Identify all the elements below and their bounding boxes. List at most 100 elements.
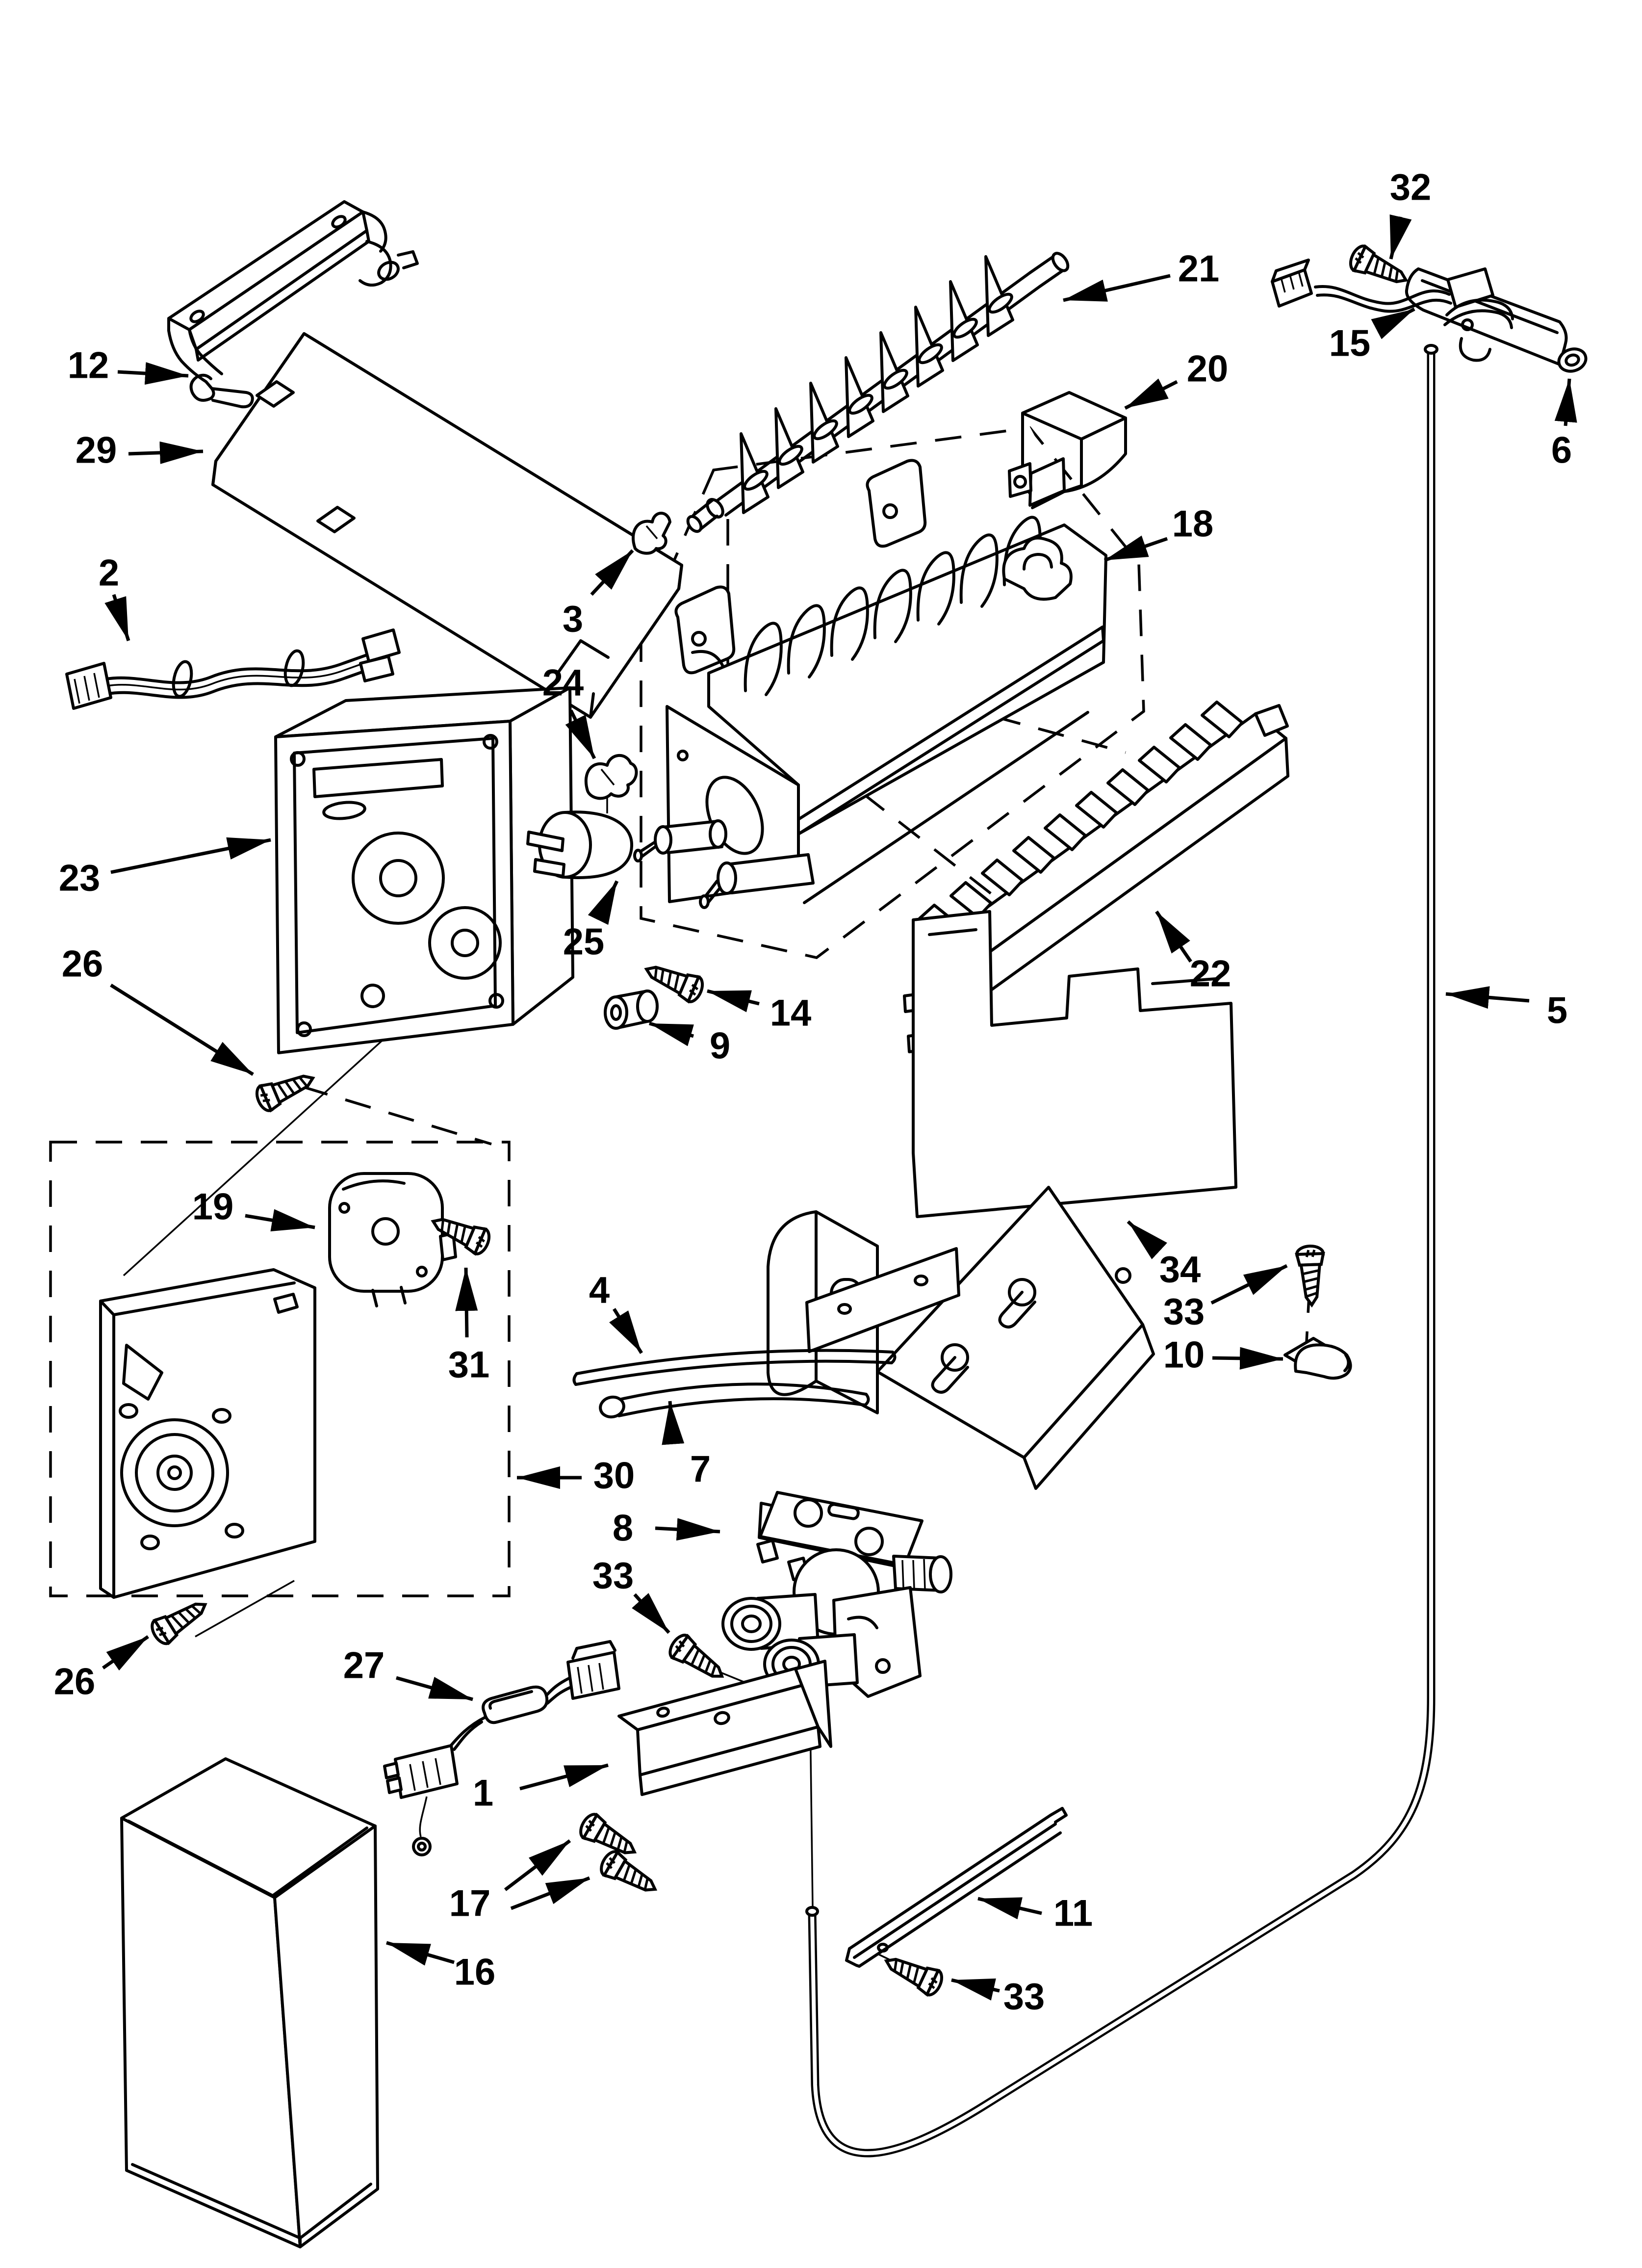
part-7-tube [599, 1382, 870, 1419]
callout-arrow [519, 1763, 609, 1791]
callout-number: 22 [1190, 953, 1232, 995]
part-33-screw-valve [666, 1632, 729, 1687]
callout-number: 26 [62, 943, 103, 985]
callout-arrow [1124, 378, 1178, 410]
callout-arrow [128, 441, 204, 464]
callout-number: 32 [1390, 167, 1432, 209]
callout-22-17: 22 [1155, 911, 1232, 995]
callout-number: 33 [1163, 1291, 1205, 1333]
callout-34-20: 34 [1127, 1220, 1201, 1291]
callout-25-14: 25 [563, 880, 619, 963]
callout-arrow [102, 1635, 149, 1671]
callout-number: 4 [589, 1270, 610, 1311]
callout-arrow [632, 1593, 670, 1634]
callout-arrow [662, 1401, 685, 1445]
callout-30-25: 30 [517, 1455, 635, 1497]
callout-29-1: 29 [76, 430, 204, 471]
callout-number: 34 [1159, 1249, 1201, 1291]
part-30-support-assembly [99, 1268, 316, 1599]
part-29-cover [211, 332, 683, 719]
callout-number: 33 [592, 1555, 634, 1597]
callout-arrow [707, 989, 760, 1013]
callout-arrow [1554, 378, 1577, 426]
part-2-wire-harness [65, 628, 401, 710]
part-26-screw-lower [148, 1593, 212, 1647]
part-3-clip [632, 512, 671, 555]
callout-arrow [977, 1897, 1042, 1920]
callout-33-21: 33 [1163, 1264, 1288, 1333]
callout-arrow [951, 1978, 1000, 2001]
callout-arrow [1212, 1347, 1283, 1370]
part-10-clamp [1283, 1337, 1352, 1380]
callout-arrow [110, 837, 271, 874]
part-19-motor [328, 1172, 457, 1307]
callout-number: 24 [542, 662, 584, 704]
callout-number: 33 [1003, 1976, 1045, 2018]
callout-number: 18 [1172, 503, 1214, 545]
callout-arrow [588, 880, 619, 925]
callout-6-10: 6 [1551, 378, 1577, 471]
part-24-clip [584, 754, 638, 800]
part-18-mold-body [633, 459, 1107, 909]
callout-arrow [504, 1839, 571, 1891]
auger-fins [740, 255, 1014, 514]
callout-arrow [1155, 911, 1192, 963]
mold-shaft-couplers [633, 819, 815, 909]
callout-arrow [510, 1876, 590, 1910]
part-25-plug [526, 810, 634, 879]
callout-number: 31 [448, 1344, 490, 1386]
part-6-washer [1557, 347, 1588, 373]
callout-33-34: 33 [951, 1976, 1045, 2018]
callout-arrow [590, 549, 634, 596]
callout-9-16: 9 [649, 1021, 730, 1067]
callout-10-22: 10 [1163, 1334, 1283, 1376]
callout-arrow [110, 984, 254, 1076]
part-16-cover [120, 1757, 379, 2248]
callout-arrow [455, 1267, 478, 1338]
callout-arrow [396, 1676, 473, 1701]
callout-number: 8 [613, 1508, 633, 1549]
callout-number: 25 [563, 921, 605, 963]
callout-2-2: 2 [99, 552, 130, 642]
callout-number: 10 [1163, 1334, 1205, 1376]
callout-number: 17 [449, 1883, 491, 1925]
part-23-module-housing [274, 686, 574, 1054]
callout-26-28: 26 [54, 1635, 149, 1703]
callout-arrow [117, 362, 189, 385]
callout-31-19: 31 [448, 1267, 490, 1386]
callout-arrow [1127, 1220, 1167, 1259]
callout-number: 16 [454, 1952, 496, 1993]
callout-arrow [609, 1308, 643, 1354]
callout-3-3: 3 [563, 549, 634, 640]
callout-26-13: 26 [62, 943, 254, 1076]
callout-arrow [1371, 307, 1415, 339]
callout-number: 15 [1329, 323, 1371, 365]
callout-number: 27 [343, 1645, 385, 1687]
callout-27-29: 27 [343, 1645, 473, 1701]
callout-16-32: 16 [386, 1941, 496, 1993]
callout-14-15: 14 [707, 989, 811, 1034]
callout-number: 29 [76, 430, 117, 471]
callout-number: 6 [1551, 430, 1572, 471]
callout-arrow [104, 594, 130, 642]
callout-arrow [1063, 274, 1171, 302]
part-27-harness [383, 1640, 620, 1856]
callout-4-23: 4 [589, 1270, 643, 1354]
callout-arrow [1103, 535, 1168, 562]
callout-arrow [1210, 1264, 1288, 1305]
callout-number: 23 [59, 858, 101, 899]
part-8-water-valve [721, 1491, 952, 1698]
part-15-tube-assembly [1271, 259, 1568, 365]
part-9-spacer [604, 990, 659, 1030]
callout-18-7: 18 [1103, 503, 1214, 562]
callout-15-9: 15 [1329, 307, 1415, 365]
callout-number: 3 [563, 599, 583, 640]
callout-arrow [1445, 986, 1530, 1009]
callout-number: 20 [1187, 348, 1229, 390]
callout-number: 21 [1178, 248, 1220, 290]
part-12-hinge-bracket [167, 200, 419, 409]
callout-12-0: 12 [68, 345, 189, 387]
callout-24-4: 24 [542, 662, 596, 759]
callout-20-6: 20 [1124, 348, 1229, 410]
callout-32-8: 32 [1389, 167, 1432, 260]
